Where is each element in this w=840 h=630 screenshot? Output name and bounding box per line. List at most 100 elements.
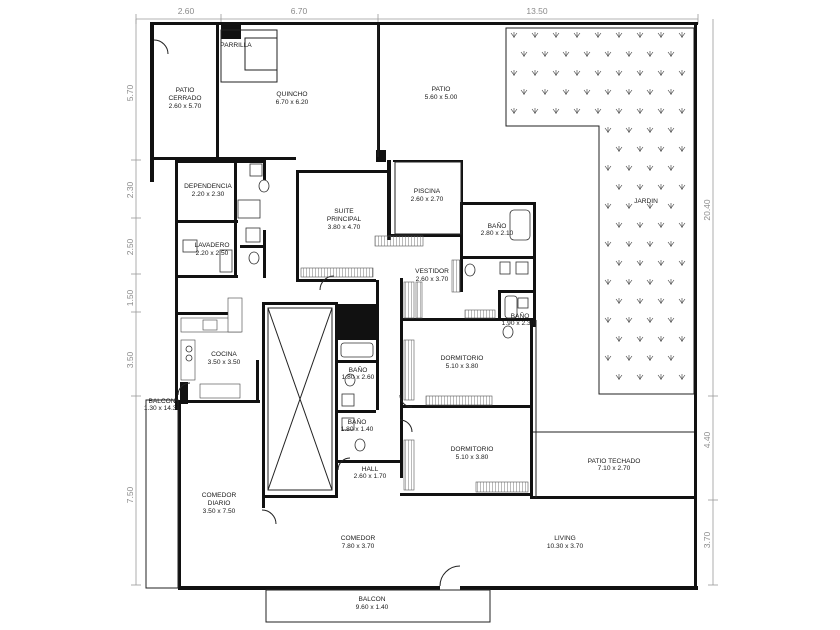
- label-patio-techado-size: 7.10 x 2.70: [598, 465, 631, 472]
- dimension-lines: [131, 14, 718, 586]
- label-suite-1: SUITE: [334, 208, 354, 215]
- dim-right-1: 20.40: [702, 199, 712, 221]
- garden-plant-icon: [667, 51, 675, 57]
- garden-plant-icon: [604, 165, 612, 171]
- dim-left-3: 2.50: [125, 238, 135, 255]
- garden-plant-icon: [678, 32, 686, 38]
- garden-plant-icon: [615, 222, 623, 228]
- label-cocina-size: 3.50 x 3.50: [208, 359, 241, 366]
- garden-plant-icon: [678, 222, 686, 228]
- garden-plant-icon: [552, 70, 560, 76]
- dim-left-5: 3.50: [125, 351, 135, 368]
- garden-plant-icon: [615, 108, 623, 114]
- label-bano-3: BAÑO: [349, 365, 368, 374]
- label-bano-4-size: 1.80 x 1.40: [341, 426, 374, 433]
- label-quincho: QUINCHO: [276, 91, 307, 98]
- garden-plant-icon: [510, 108, 518, 114]
- label-piscina: PISCINA: [414, 188, 441, 195]
- garden-plant-icon: [667, 127, 675, 133]
- garden-plant-icon: [510, 70, 518, 76]
- garden-plant-icon: [541, 89, 549, 95]
- garden-plant-icon: [646, 241, 654, 247]
- label-balcon-bottom-size: 9.60 x 1.40: [356, 604, 389, 611]
- garden-plant-icon: [678, 70, 686, 76]
- garden-plant-icon: [646, 279, 654, 285]
- label-living-size: 10.30 x 3.70: [547, 543, 584, 550]
- garden-plant-icon: [625, 127, 633, 133]
- label-patio-cerrado-1: PATIO: [176, 87, 195, 94]
- garden-plant-icon: [604, 51, 612, 57]
- garden-plant-icon: [657, 184, 665, 190]
- garden-plant-icon: [646, 89, 654, 95]
- garden-plant-icon: [615, 260, 623, 266]
- label-balcon-bottom: BALCON: [358, 596, 385, 603]
- garden-plant-icon: [604, 355, 612, 361]
- garden-plant-icon: [657, 32, 665, 38]
- garden-plant-icon: [646, 127, 654, 133]
- garden-plant-icon: [573, 108, 581, 114]
- closets: [300, 235, 529, 493]
- garden-plant-icon: [657, 298, 665, 304]
- garden-plant-icon: [657, 108, 665, 114]
- kitchen-counters: [180, 297, 243, 399]
- garden-plant-icon: [625, 317, 633, 323]
- garden-plant-icon: [615, 374, 623, 380]
- dim-top-3: 13.50: [526, 6, 548, 16]
- garden-plant-icon: [615, 336, 623, 342]
- garden-plant-icon: [636, 32, 644, 38]
- label-dormitorio-2-size: 5.10 x 3.80: [456, 454, 489, 461]
- garden-plant-icon: [636, 108, 644, 114]
- garden-plant-icon: [594, 32, 602, 38]
- garden-plant-icon: [678, 108, 686, 114]
- garden-plant-icon: [520, 51, 528, 57]
- garden-plant-icon: [667, 355, 675, 361]
- label-bano-3-size: 1.80 x 2.60: [342, 374, 375, 381]
- garden-plant-icon: [615, 70, 623, 76]
- label-piscina-size: 2.60 x 2.70: [411, 196, 444, 203]
- dim-right-3: 3.70: [702, 531, 712, 548]
- room-labels: PATIO CERRADO 2.60 x 5.70 PARRILLA QUINC…: [144, 42, 658, 611]
- label-dormitorio-2: DORMITORIO: [451, 446, 494, 453]
- dim-left-1: 5.70: [125, 84, 135, 101]
- garden-plant-icon: [562, 89, 570, 95]
- garden-plant-icon: [646, 165, 654, 171]
- label-bano-2-size: 1.90 x 2.30: [502, 320, 535, 327]
- label-cocina: COCINA: [211, 351, 237, 358]
- garden-plant-icon: [531, 108, 539, 114]
- label-balcon-side-size: 1.30 x 14.30: [144, 405, 181, 412]
- label-vestidor-size: 2.60 x 3.70: [416, 276, 449, 283]
- label-lavadero-size: 2.20 x 2.50: [196, 250, 229, 257]
- garden-plant-icon: [657, 336, 665, 342]
- garden-plant-icon: [657, 146, 665, 152]
- dim-right-2: 4.40: [702, 431, 712, 448]
- garden-plant-icon: [657, 260, 665, 266]
- label-patio-size: 5.60 x 5.00: [425, 94, 458, 101]
- garden-plant-icon: [531, 70, 539, 76]
- garden-plant-icon: [552, 32, 560, 38]
- label-comedor: COMEDOR: [341, 535, 376, 542]
- dim-top-1: 2.60: [178, 6, 195, 16]
- garden-plant-icon: [657, 222, 665, 228]
- garden-plant-icon: [510, 32, 518, 38]
- label-comedor-diario-size: 3.50 x 7.50: [203, 508, 236, 515]
- garden-plant-icon: [625, 89, 633, 95]
- label-dependencia-size: 2.20 x 2.30: [192, 191, 225, 198]
- garden-plant-icon: [678, 298, 686, 304]
- dimension-labels: 2.60 6.70 13.50 5.70 2.30 2.50 1.50 3.50…: [125, 6, 712, 548]
- garden-plant-icon: [678, 184, 686, 190]
- label-quincho-size: 6.70 x 6.20: [276, 99, 309, 106]
- garden-plant-icon: [615, 298, 623, 304]
- garden-plant-icon: [615, 146, 623, 152]
- label-vestidor: VESTIDOR: [415, 268, 449, 275]
- label-comedor-size: 7.80 x 3.70: [342, 543, 375, 550]
- garden-plant-icon: [573, 70, 581, 76]
- label-patio: PATIO: [432, 86, 451, 93]
- label-hall-size: 2.60 x 1.70: [354, 473, 387, 480]
- label-balcon-side: BALCON: [148, 398, 175, 405]
- garden-plant-icon: [625, 241, 633, 247]
- garden-plant-icons: [510, 32, 686, 380]
- garden-plant-icon: [678, 260, 686, 266]
- label-bano-suite-size: 2.80 x 2.10: [481, 230, 514, 237]
- label-comedor-diario-1: COMEDOR: [202, 492, 237, 499]
- label-dormitorio-1: DORMITORIO: [441, 355, 484, 362]
